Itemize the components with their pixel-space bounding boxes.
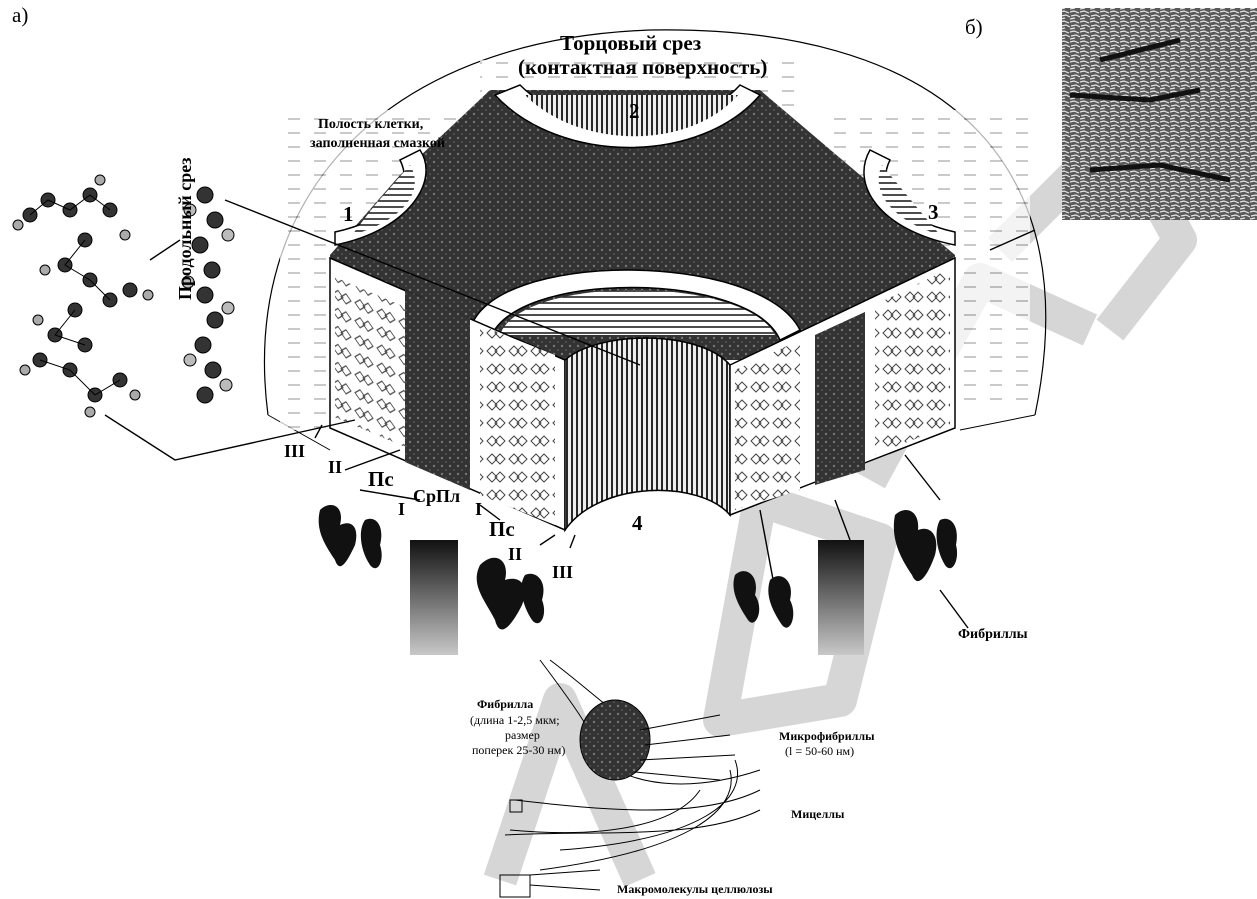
layer-Ps-left: Пс: [368, 468, 394, 490]
layer-SrPl: СрПл: [413, 487, 460, 506]
fibrils-label: Фибриллы: [958, 628, 1028, 643]
microfibrils-size: (l = 50-60 нм): [785, 745, 854, 758]
gradient-bar-left: [410, 540, 458, 655]
cell-number-1: 1: [343, 203, 354, 225]
fibril-caption-3: размер: [505, 729, 540, 742]
face-subtitle: (контактная поверхность): [518, 56, 767, 78]
cell-number-4: 4: [632, 512, 643, 534]
cellulose-molecule-models: [13, 175, 234, 417]
layer-I-right: I: [475, 500, 482, 519]
layer-III-left: III: [284, 442, 305, 461]
sem-micrograph: [1062, 8, 1257, 220]
layer-II-right: II: [508, 545, 522, 564]
cell-number-2: 2: [629, 100, 640, 122]
gradient-bar-right: [818, 540, 864, 655]
cavity-label-line1: Полость клетки,: [318, 118, 423, 133]
longitudinal-cut-label: Продольный срез: [176, 158, 195, 301]
panel-label-a: а): [12, 4, 28, 26]
microfibrils-label: Микрофибриллы: [779, 730, 874, 743]
cavity-label-line2: заполненная смазкой: [310, 137, 445, 152]
fibril-caption-2: (длина 1-2,5 мкм;: [470, 714, 560, 727]
face-title: Торцовый срез: [560, 32, 701, 54]
macromolecules-label: Макромолекулы целлюлозы: [617, 883, 773, 896]
layer-Ps-right: Пс: [489, 518, 515, 540]
cell-number-3: 3: [928, 201, 939, 223]
layer-I-left: I: [398, 500, 405, 519]
layer-III-right: III: [552, 563, 573, 582]
layer-II-left: II: [328, 458, 342, 477]
fibril-caption-4: поперек 25-30 нм): [472, 744, 565, 757]
micelles-label: Мицеллы: [791, 808, 844, 821]
fibril-caption-1: Фибрилла: [477, 698, 533, 711]
panel-label-b: б): [965, 16, 983, 38]
